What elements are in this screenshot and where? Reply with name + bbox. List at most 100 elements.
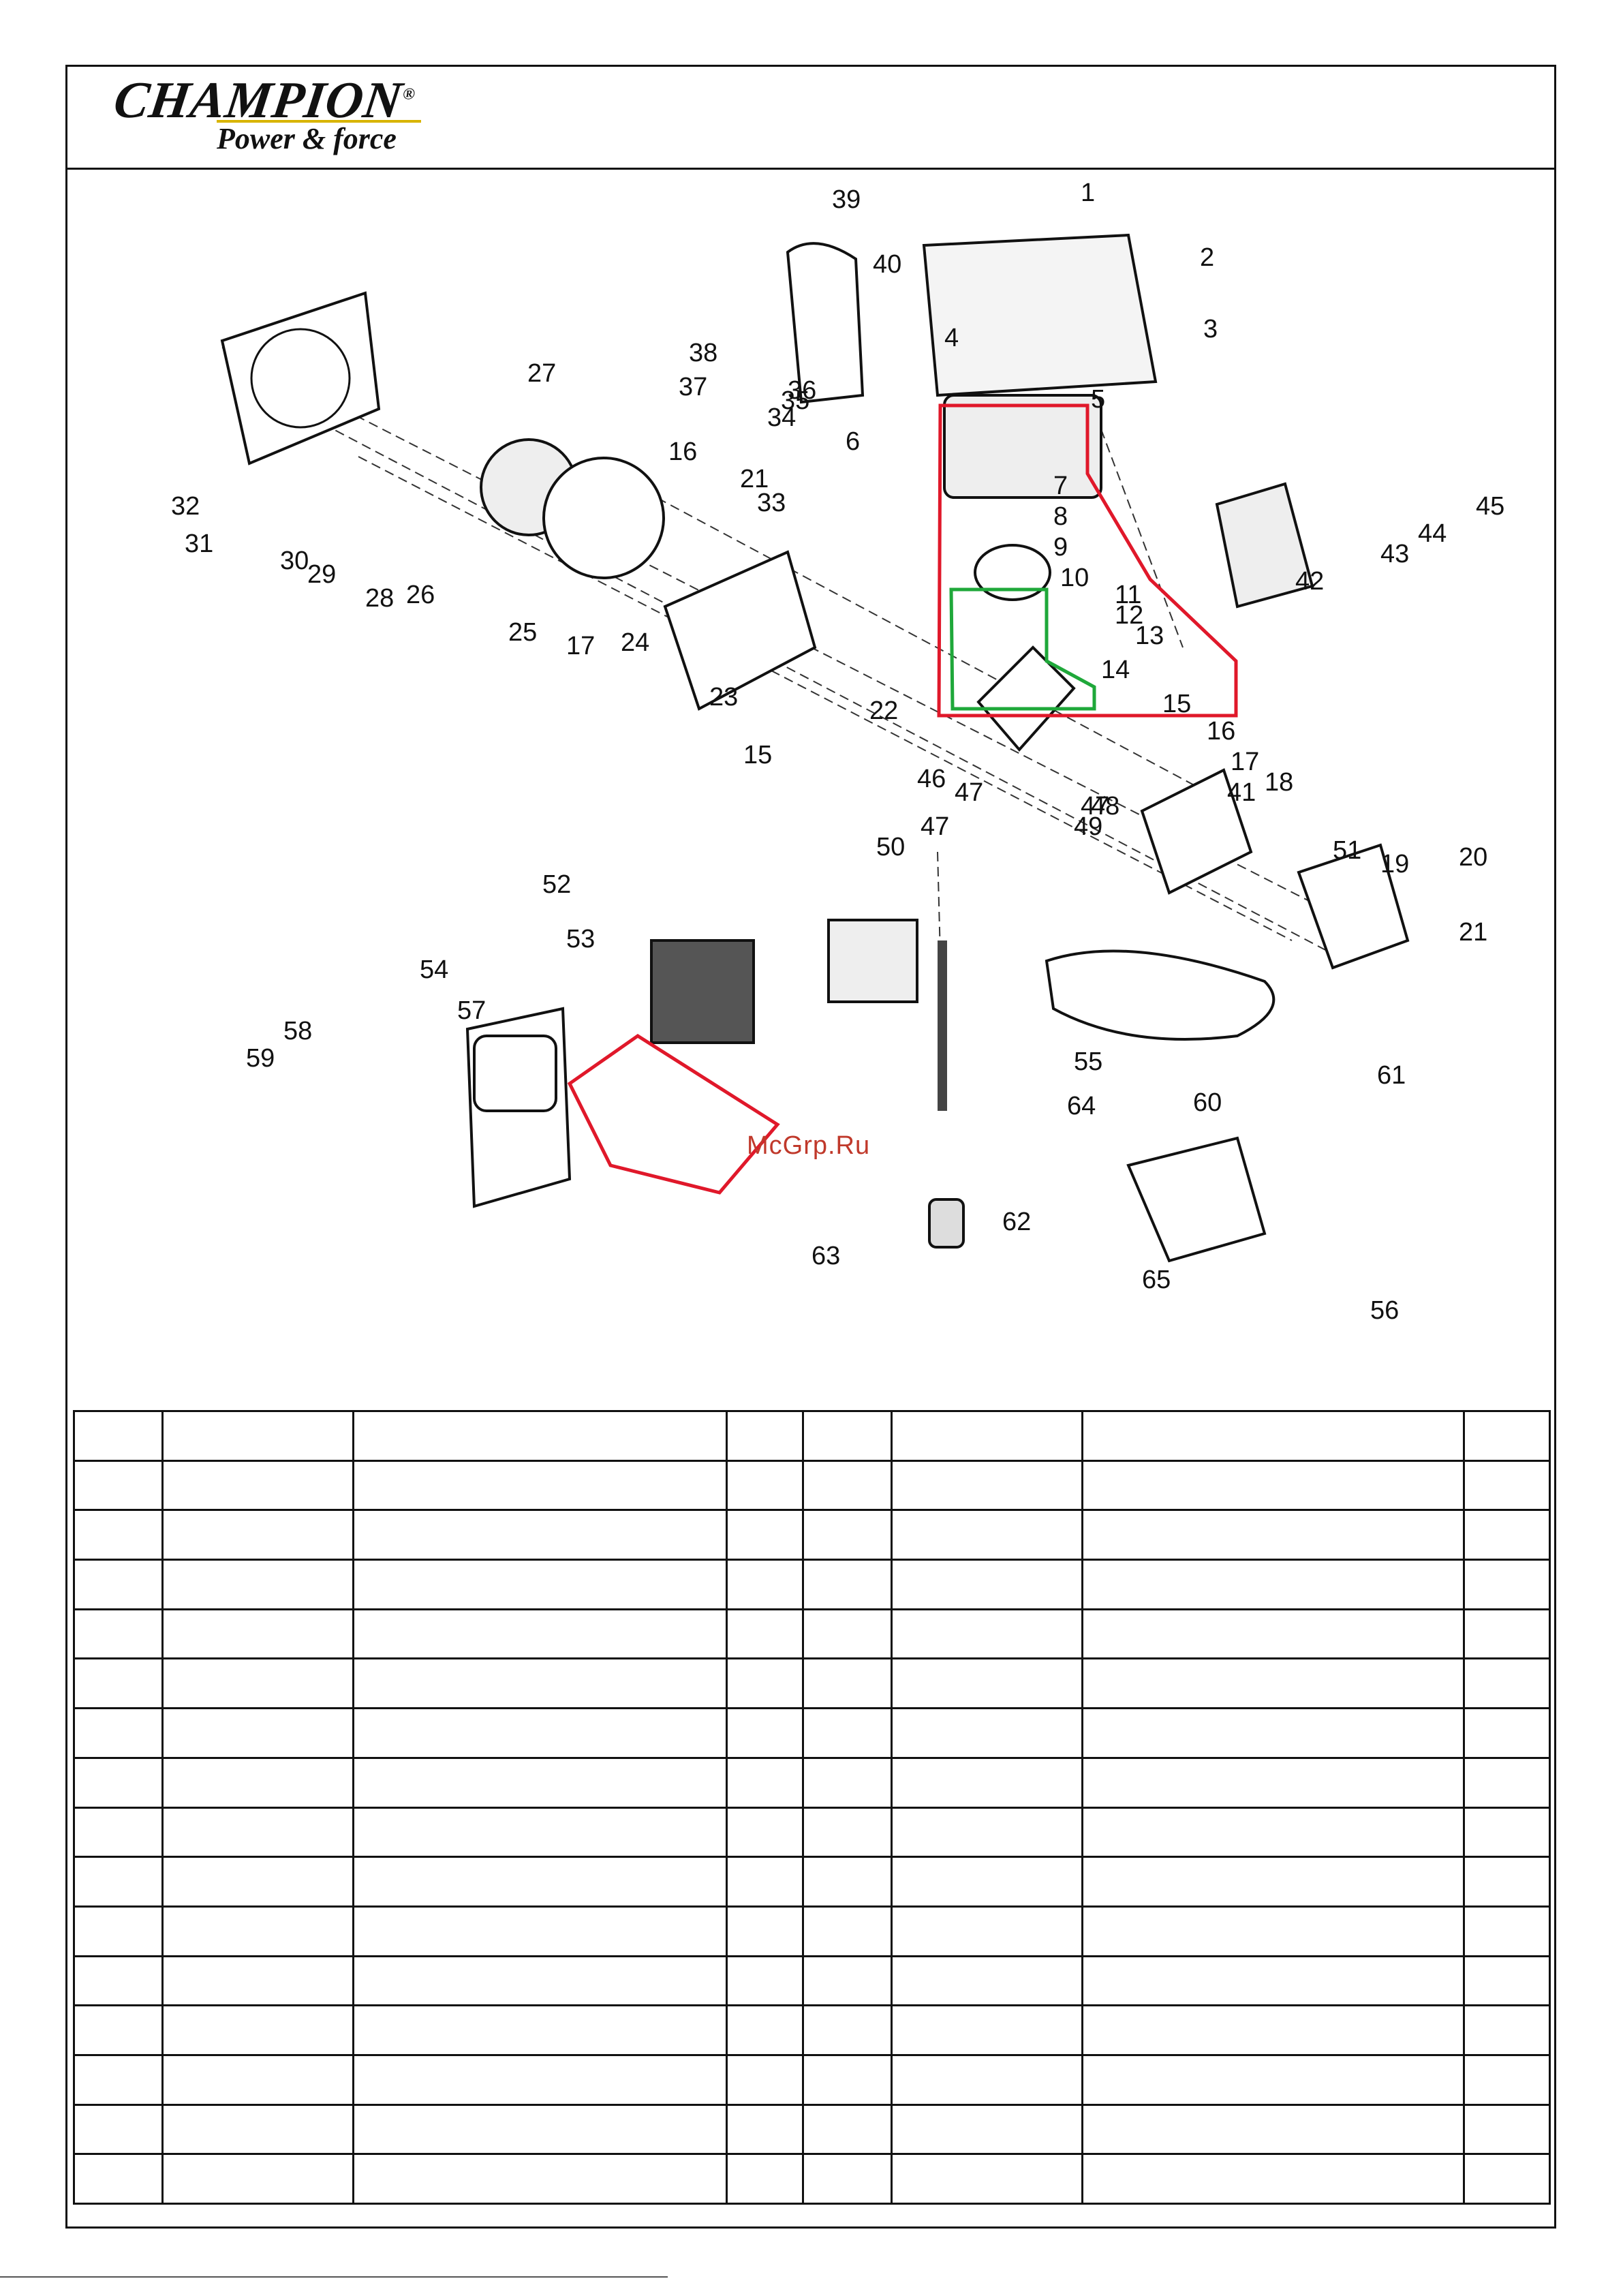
table-cell <box>1463 1608 1551 1660</box>
table-cell <box>352 1707 728 1759</box>
callout-label: 47 <box>955 778 983 807</box>
table-cell <box>1081 1905 1465 1957</box>
callout-label: 47 <box>921 812 949 841</box>
table-cell <box>1081 1657 1465 1710</box>
callout-label: 38 <box>689 339 717 367</box>
callout-label: 21 <box>740 465 769 493</box>
table-cell <box>161 1905 354 1957</box>
table-cell <box>891 1608 1083 1660</box>
table-cell <box>352 1410 728 1462</box>
table-cell <box>352 2053 728 2106</box>
table-row <box>73 2004 1551 2056</box>
recoil-starter-housing <box>220 291 381 465</box>
callout-label: 29 <box>307 560 336 589</box>
table-cell <box>161 2053 354 2106</box>
fuel-filter <box>928 1198 965 1249</box>
table-cell <box>891 2053 1083 2106</box>
table-cell <box>891 1806 1083 1858</box>
table-cell <box>891 2153 1083 2205</box>
table-cell <box>73 1608 164 1660</box>
callout-label: 12 <box>1115 601 1143 630</box>
table-cell <box>1463 1856 1551 1908</box>
table-cell <box>161 1559 354 1610</box>
table-row <box>73 1905 1551 1957</box>
callout-label: 10 <box>1060 564 1089 592</box>
watermark: McGrp.Ru <box>747 1131 871 1160</box>
table-row <box>73 1509 1551 1561</box>
table-cell <box>802 1509 893 1561</box>
table-cell <box>726 1608 804 1660</box>
table-row <box>73 1955 1551 2007</box>
table-cell <box>1081 2153 1465 2205</box>
table-cell <box>352 2103 728 2156</box>
table-cell <box>161 1756 354 1809</box>
callout-label: 55 <box>1074 1047 1102 1076</box>
table-cell <box>891 1707 1083 1759</box>
table-cell <box>726 1707 804 1759</box>
table-cell <box>1463 1559 1551 1610</box>
fuel-line <box>938 940 947 1111</box>
callout-label: 28 <box>365 584 394 613</box>
table-cell <box>802 2053 893 2106</box>
starter-ring <box>250 328 351 429</box>
callout-label: 33 <box>757 489 786 517</box>
callout-label: 52 <box>542 870 571 899</box>
table-row <box>73 1459 1551 1512</box>
carburetor <box>827 919 918 1003</box>
table-cell <box>1463 1509 1551 1561</box>
table-cell <box>161 1707 354 1759</box>
callout-label: 30 <box>280 547 309 575</box>
callout-label: 34 <box>767 403 796 432</box>
table-cell <box>1463 1756 1551 1809</box>
ignition-coil <box>786 242 865 404</box>
table-cell <box>352 2153 728 2205</box>
air-filter-base <box>650 939 755 1044</box>
table-cell <box>891 2103 1083 2156</box>
table-row <box>73 1806 1551 1858</box>
callout-label: 47 <box>1081 792 1109 821</box>
callout-label: 13 <box>1135 622 1164 650</box>
table-row <box>73 1756 1551 1809</box>
table-cell <box>352 1608 728 1660</box>
table-cell <box>73 1509 164 1561</box>
flywheel <box>542 457 665 579</box>
callout-label: 48 <box>1091 792 1119 821</box>
green-highlight-piston-group <box>949 587 1096 711</box>
table-cell <box>726 1756 804 1809</box>
table-cell <box>802 1856 893 1908</box>
table-cell <box>1081 1856 1465 1908</box>
table-cell <box>802 1559 893 1610</box>
table-cell <box>161 1410 354 1462</box>
table-cell <box>802 1459 893 1512</box>
table-cell <box>1081 1756 1465 1809</box>
table-cell <box>352 1657 728 1710</box>
callout-label: 26 <box>406 581 435 609</box>
table-cell <box>802 1905 893 1957</box>
table-cell <box>802 2004 893 2056</box>
table-row <box>73 1657 1551 1710</box>
table-cell <box>352 1459 728 1512</box>
table-cell <box>73 2053 164 2106</box>
table-cell <box>1463 1657 1551 1710</box>
callout-label: 15 <box>743 741 772 769</box>
table-cell <box>726 1905 804 1957</box>
table-cell <box>73 1559 164 1610</box>
table-cell <box>1463 2053 1551 2106</box>
callout-label: 6 <box>846 427 860 456</box>
table-cell <box>73 1657 164 1710</box>
part-shapes <box>220 233 1410 1263</box>
table-cell <box>161 2153 354 2205</box>
crankcase-half-right <box>1140 768 1253 895</box>
table-cell <box>161 1459 354 1512</box>
table-cell <box>726 1856 804 1908</box>
clutch-housing <box>1297 843 1410 970</box>
callout-label: 57 <box>457 996 486 1025</box>
table-cell <box>726 1410 804 1462</box>
table-cell <box>802 1657 893 1710</box>
table-row <box>73 2103 1551 2156</box>
table-cell <box>891 1509 1083 1561</box>
callout-label: 45 <box>1476 492 1504 521</box>
table-cell <box>161 1856 354 1908</box>
callout-label: 22 <box>869 697 898 725</box>
